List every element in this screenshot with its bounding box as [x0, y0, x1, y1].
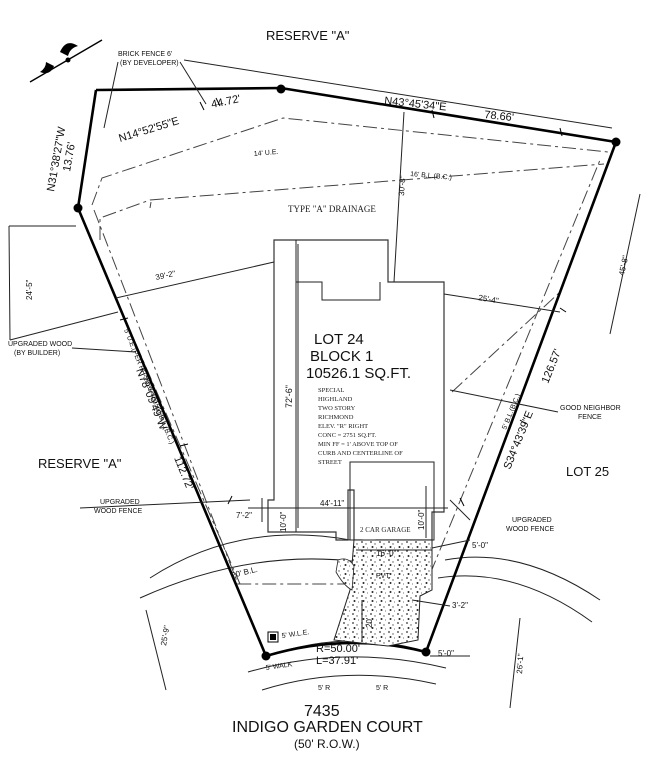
address-number: 7435 — [304, 703, 340, 720]
dim-44-11: 44'-11" — [320, 499, 344, 508]
lot-title: LOT 24 — [314, 331, 364, 348]
dim-39-2: 39'-2" — [155, 269, 177, 282]
curve-radius: R=50.00' — [316, 643, 360, 655]
bearing-north-left: N14°52'55"E — [117, 115, 180, 145]
lot-area: 10526.1 SQ.FT. — [306, 365, 411, 382]
reserve-a-top-label: RESERVE "A" — [266, 28, 350, 43]
dim-25-9: 25'-9" — [159, 625, 171, 647]
house-note: STREET — [318, 459, 342, 466]
bearing-east-dist: 126.57' — [540, 347, 565, 385]
dim-16-0: 16'-0" — [376, 549, 397, 558]
dimension-lines — [8, 59, 641, 709]
house-note: HIGHLAND — [318, 396, 353, 403]
type-a-drainage-label: TYPE "A" DRAINAGE — [288, 204, 376, 214]
dim-7-2: 7'-2" — [236, 511, 252, 520]
dim-30-8: 30'-8" — [397, 175, 407, 196]
r5-left-label: 5' R — [318, 685, 330, 692]
curve-length: L=37.91' — [316, 655, 358, 667]
dim-45-8: 45'-8" — [617, 254, 630, 276]
house-note: CURB AND CENTERLINE OF — [318, 450, 403, 457]
brick-fence-label-2: (BY DEVELOPER) — [120, 60, 179, 67]
dim-24-5: 24'-5" — [25, 279, 34, 300]
good-neighbor-label-2: FENCE — [578, 414, 602, 421]
brick-fence-label-1: BRICK FENCE 6' — [118, 51, 172, 58]
bearing-west: N78°09'49"W — [133, 367, 169, 433]
bearing-west-dist: 112.72' — [171, 455, 195, 492]
mailbox-icon — [267, 631, 279, 643]
r5-right-label: 5' R — [376, 685, 388, 692]
upgraded-wood-left-label-1: UPGRADED WOOD — [8, 341, 72, 348]
dim-5-0-top: 5'-0" — [472, 541, 488, 550]
upgraded-wood-fence-left-label-2: WOOD FENCE — [94, 508, 143, 515]
bl-16-label: 16' B.L.(B.C.) — [410, 171, 452, 182]
lot-25-label: LOT 25 — [566, 464, 609, 479]
bearing-north-left-dist: 44.72' — [210, 93, 241, 111]
garage-label: 2 CAR GARAGE — [360, 526, 411, 534]
reserve-a-left-label: RESERVE "A" — [38, 456, 122, 471]
walk-5-label: 5' WALK — [265, 661, 293, 672]
dim-10-0-left: 10'-0" — [279, 511, 288, 532]
upgraded-wood-fence-left-label-1: UPGRADED — [100, 499, 140, 506]
address-street: INDIGO GARDEN COURT — [232, 719, 423, 736]
house-note: MIN FF = 1' ABOVE TOP OF — [318, 441, 398, 448]
address-row: (50' R.O.W.) — [294, 737, 360, 751]
house-note: RICHMOND — [318, 414, 354, 421]
dim-72-6: 72'-6" — [284, 385, 294, 408]
bearing-north-west-dist: 13.76' — [61, 141, 78, 172]
bearing-north-right-dist: 78.66' — [484, 109, 515, 124]
dim-20: 20' — [365, 617, 374, 628]
house-note: SPECIAL — [318, 387, 344, 394]
wle-5-label: 5' W.L.E. — [281, 629, 310, 640]
good-neighbor-label-1: GOOD NEIGHBOR — [560, 405, 621, 412]
pvt-label: PVT. — [376, 573, 391, 580]
block-label: BLOCK 1 — [310, 348, 373, 365]
dim-5-0-bottom: 5'-0" — [438, 649, 454, 658]
dim-10-0-right: 10'-0" — [417, 509, 426, 530]
north-arrow-icon — [29, 39, 103, 83]
upgraded-wood-left-label-2: (BY BUILDER) — [14, 350, 60, 357]
dim-26-1: 26'-1" — [515, 653, 525, 674]
driveway — [333, 539, 433, 647]
dim-25-4: 25'-4" — [478, 293, 500, 305]
upgraded-wood-fence-right-label-1: UPGRADED — [512, 517, 552, 524]
fence-ticks — [119, 97, 567, 507]
upgraded-wood-fence-right-label-2: WOOD FENCE — [506, 526, 555, 533]
lot-corners — [73, 84, 621, 661]
house-note: TWO STORY — [318, 405, 356, 412]
house-note: CONC = 2751 SQ.FT. — [318, 432, 377, 439]
house-note: ELEV. "R" RIGHT — [318, 423, 368, 430]
dim-3-2: 3'-2" — [452, 601, 468, 610]
house-notes: SPECIAL HIGHLAND TWO STORY RICHMOND ELEV… — [318, 387, 403, 466]
ue-14-label: 14' U.E. — [254, 149, 279, 158]
